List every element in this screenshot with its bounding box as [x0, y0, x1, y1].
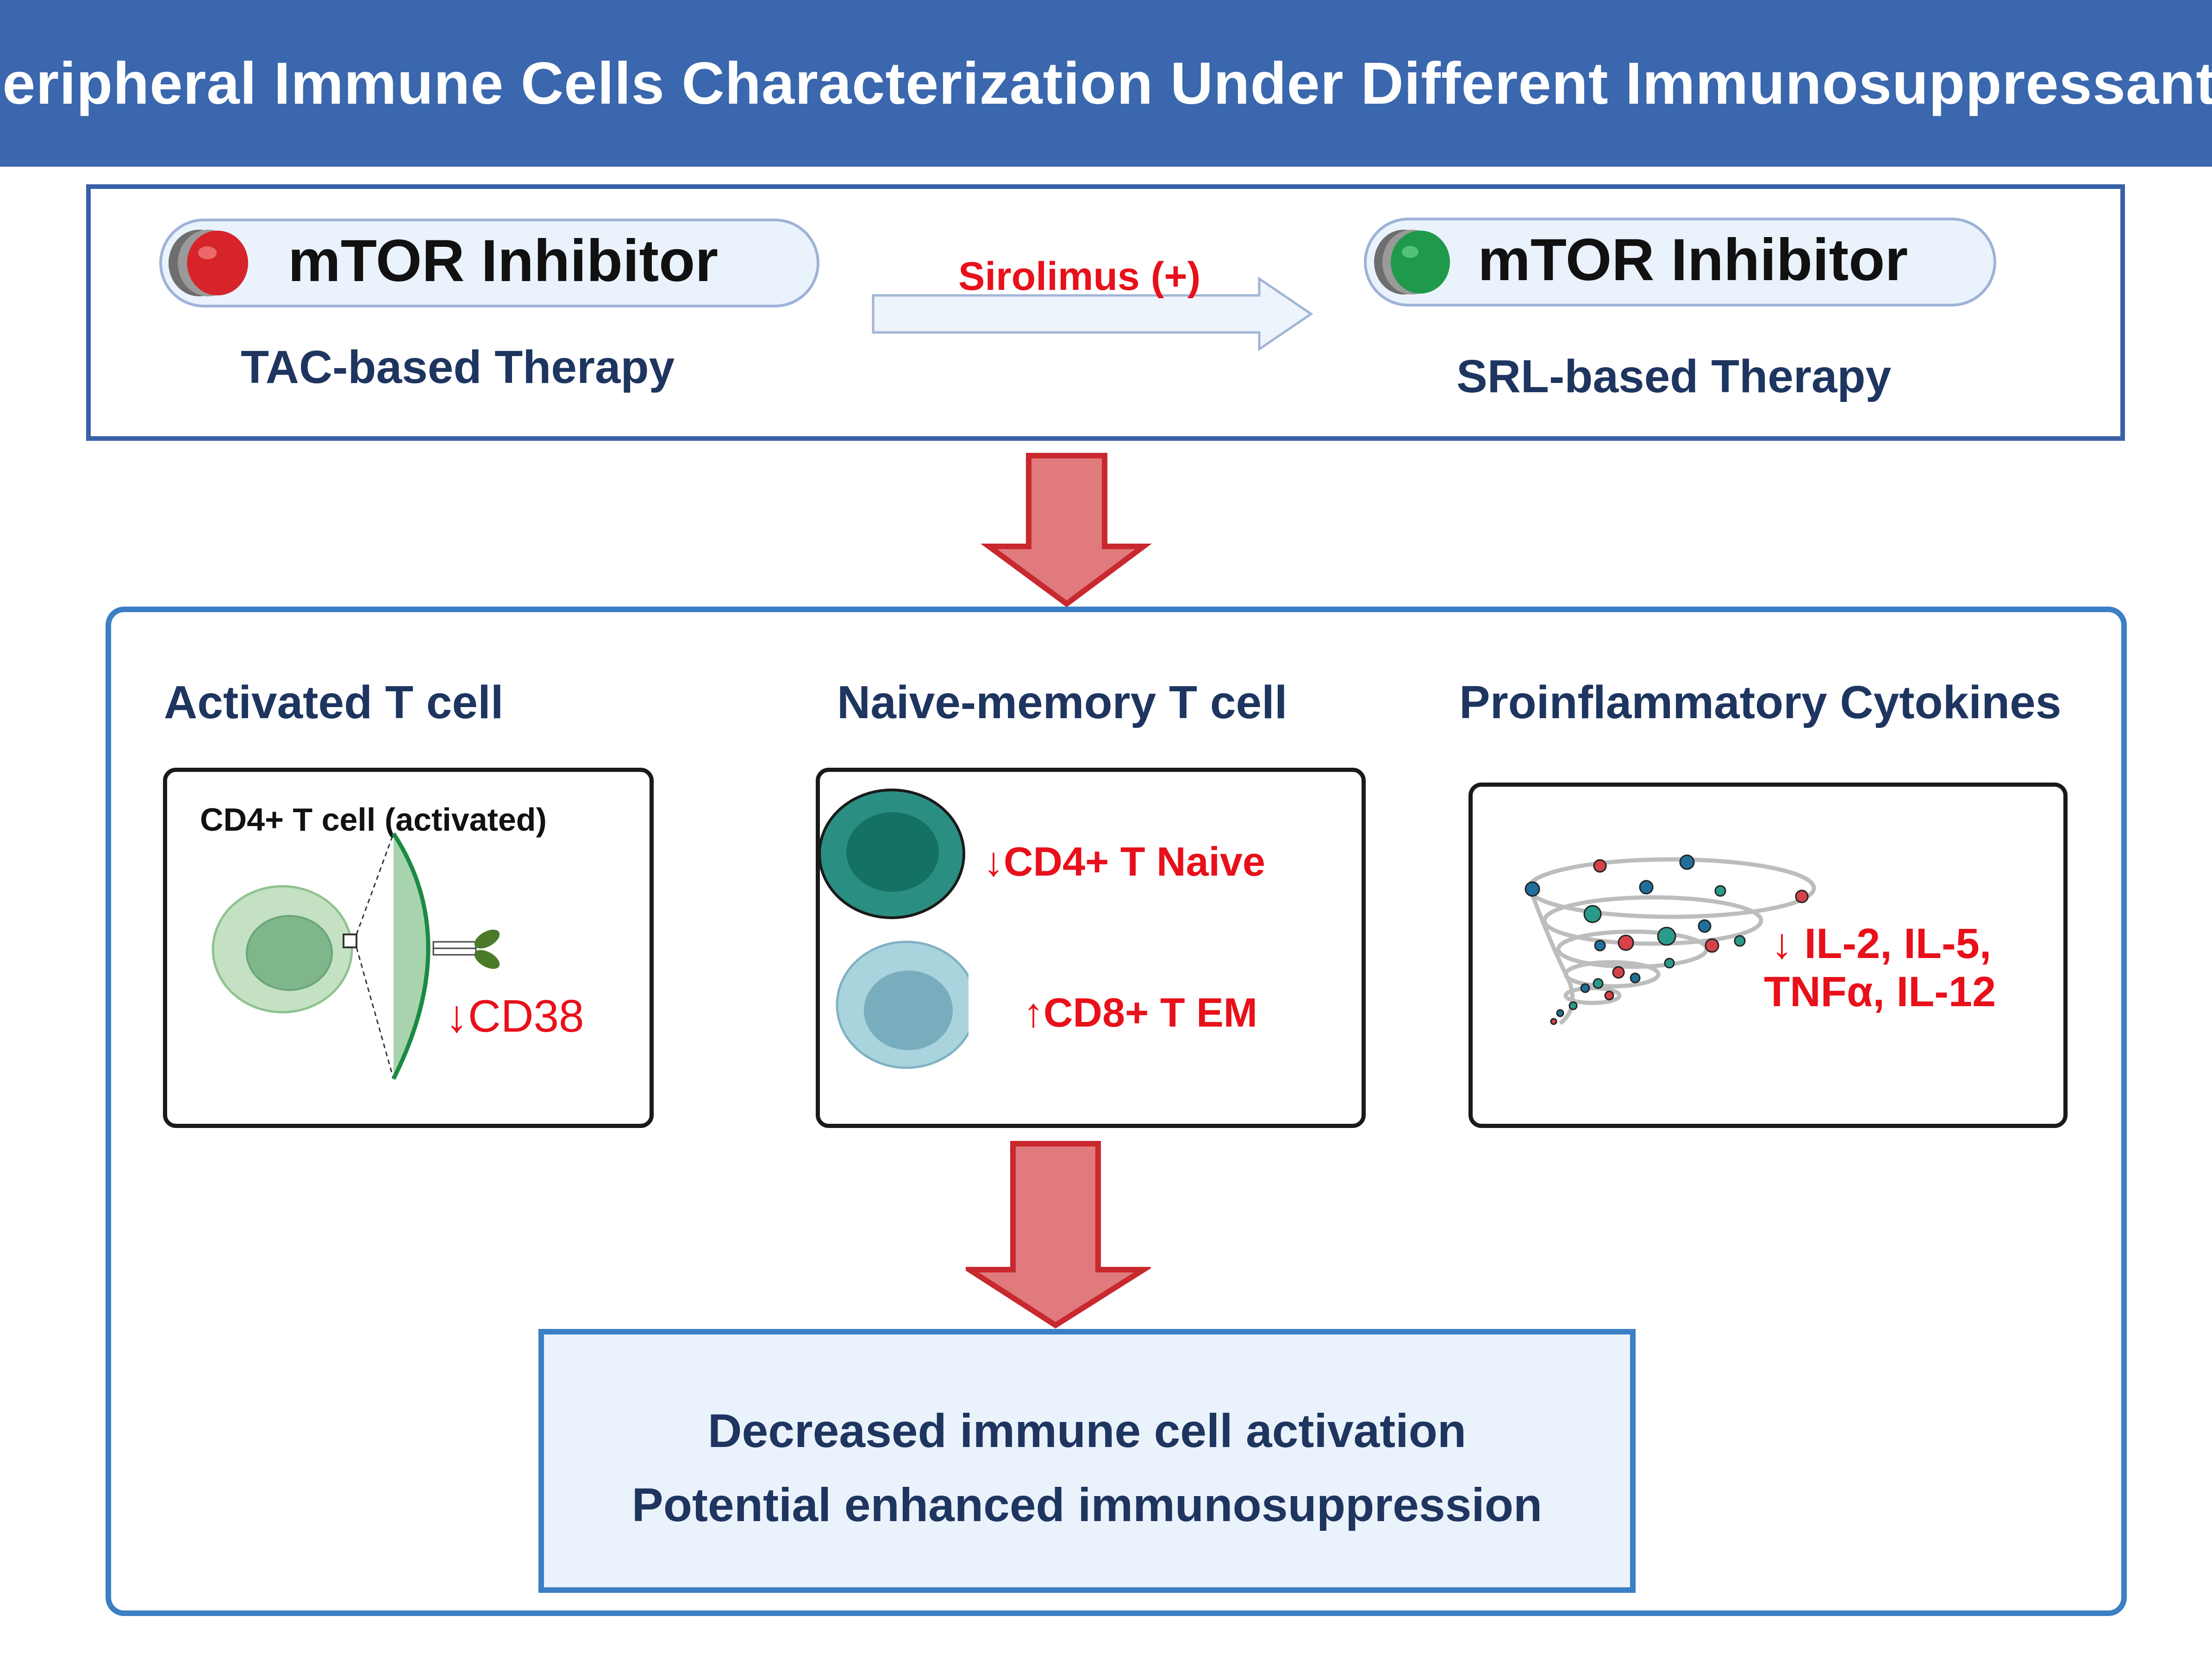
conclusion-line-2: Potential enhanced immunosuppression [631, 1478, 1543, 1531]
srl-therapy-label: SRL-based Therapy [1456, 351, 1892, 402]
cytokines-heading: Proinflammatory Cytokines [1459, 677, 2062, 728]
cd4-t-cell-icon [212, 832, 500, 1080]
right-pill-label: mTOR Inhibitor [1478, 227, 1908, 293]
cytokine-tornado-icon [1525, 854, 1816, 1025]
cd8-em-cell-icon [836, 940, 969, 1069]
cytokine-line-2: TNFα, IL-12 [1764, 968, 1996, 1015]
cytokine-line-1: ↓ IL-2, IL-5, [1771, 920, 1992, 967]
naive-memory-heading: Naive-memory T cell [837, 677, 1287, 728]
activated-t-cell-heading: Activated T cell [164, 677, 504, 728]
green-indicator-icon [1374, 230, 1450, 294]
down-arrow-2-icon [966, 1141, 1151, 1329]
cd4-naive-cell-icon [818, 789, 965, 919]
title-bar: Peripheral Immune Cells Characterization… [0, 0, 2212, 167]
conclusion-box: Decreased immune cell activation Potenti… [538, 1329, 1636, 1593]
cd4-activated-label: CD4+ T cell (activated) [200, 802, 547, 838]
tac-mtor-pill [159, 219, 819, 307]
left-pill-label: mTOR Inhibitor [288, 228, 719, 294]
red-indicator-icon [169, 230, 248, 296]
t-cell-icons [818, 789, 969, 1069]
page-title: Peripheral Immune Cells Characterization… [0, 50, 2212, 117]
srl-mtor-pill [1364, 218, 1996, 307]
tac-therapy-label: TAC-based Therapy [241, 341, 675, 393]
findings-box [106, 607, 2127, 1616]
cd8-em-marker: ↑CD8+ T EM [1023, 990, 1258, 1035]
conclusion-line-1: Decreased immune cell activation [707, 1404, 1467, 1457]
down-arrow-icon [980, 453, 1152, 608]
sirolimus-label: Sirolimus (+) [958, 254, 1201, 299]
cytokines-card [1468, 783, 2068, 1128]
cd38-marker: ↓CD38 [445, 990, 584, 1041]
cd4-naive-marker: ↓CD4+ T Naive [983, 839, 1265, 884]
transition-arrow-icon [872, 276, 1313, 351]
